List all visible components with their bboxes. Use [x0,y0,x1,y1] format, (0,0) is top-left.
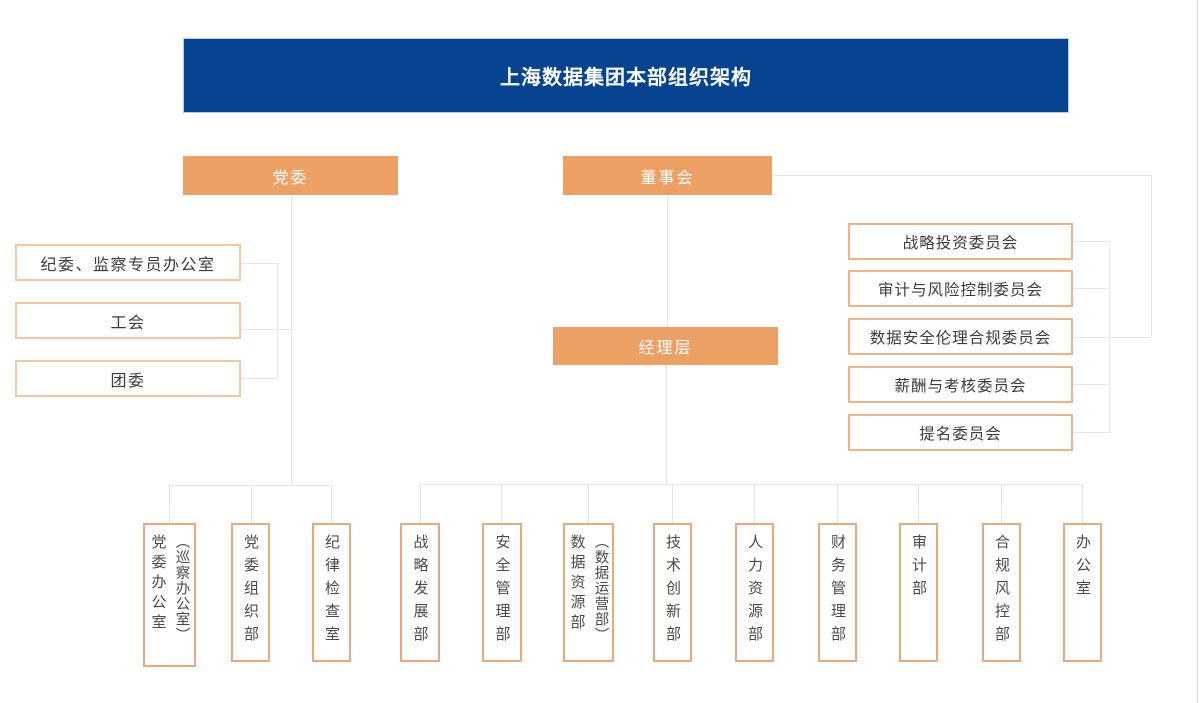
connector-line [667,195,668,327]
chart-title: 上海数据集团本部组织架构 [183,38,1069,113]
connector-line [277,263,278,378]
dept-box: 人力资源部 [735,523,774,662]
connector-line [420,484,1083,485]
connector-line [501,484,502,523]
connector-line [918,484,919,523]
connector-line [251,485,252,523]
connector-line [1073,384,1109,385]
dept-box: 财务管理部 [818,523,857,662]
dept-label: 安全管理部 [493,534,511,649]
connector-line [1082,484,1083,523]
connector-line [1151,175,1152,337]
connector-line [169,485,170,523]
connector-line [1073,288,1109,289]
party-org-box: 工会 [15,302,241,339]
connector-line [588,484,589,523]
dept-label: 人力资源部 [746,534,763,649]
dept-label: 党委办公室 [149,534,167,634]
committee-box: 数据安全伦理合规委员会 [848,318,1073,355]
dept-box: 纪律检查室 [312,523,351,662]
connector-line [169,485,332,486]
connector-line [1073,432,1109,433]
connector-line [1001,484,1002,523]
dept-label: 审计部 [910,534,927,603]
connector-line [672,484,673,523]
dept-box: 审计部 [899,523,938,662]
dept-box: 安全管理部 [482,523,522,662]
committee-box: 提名委员会 [848,414,1073,451]
dept-label: 党委组织部 [242,534,259,649]
committee-box: 战略投资委员会 [848,223,1073,260]
party-org-box: 团委 [15,360,241,397]
connector-line [754,484,755,523]
dept-sublabel: （巡察办公室） [173,534,190,643]
connector-line [241,263,277,264]
party-org-box: 纪委、监察专员办公室 [15,244,241,281]
dept-label: 战略发展部 [411,534,429,649]
dept-label: 办公室 [1074,534,1091,603]
connector-line [420,484,421,523]
dept-label: 纪律检查室 [323,534,340,649]
dept-box: 党委组织部 [231,523,270,662]
connector-line [772,175,1151,176]
board-of-directors-box: 董事会 [563,156,772,195]
dept-box: 战略发展部 [400,523,440,662]
committee-box: 审计与风险控制委员会 [848,270,1073,307]
connector-line [241,329,292,330]
management-layer-box: 经理层 [553,327,778,365]
dept-box: 办公室 [1063,523,1102,662]
party-committee-box: 党委 [183,156,398,195]
connector-line [241,378,277,379]
page-edge-line [1197,0,1198,703]
dept-label: 财务管理部 [829,534,846,649]
dept-box: 合规风控部 [982,523,1021,662]
dept-box: 党委办公室 （巡察办公室） [143,523,196,667]
connector-line [1109,241,1110,433]
dept-box: 技术创新部 [653,523,692,662]
connector-line [291,195,292,485]
connector-line [1073,241,1109,242]
connector-line [666,365,667,484]
dept-label: 技术创新部 [664,534,681,649]
connector-line [837,484,838,523]
dept-box: 数据资源部 （数据运营部） [563,523,614,662]
connector-line [1073,337,1151,338]
connector-line [331,485,332,523]
dept-label: 合规风控部 [993,534,1010,649]
committee-box: 薪酬与考核委员会 [848,366,1073,403]
dept-sublabel: （数据运营部） [592,534,609,643]
dept-label: 数据资源部 [568,534,586,634]
